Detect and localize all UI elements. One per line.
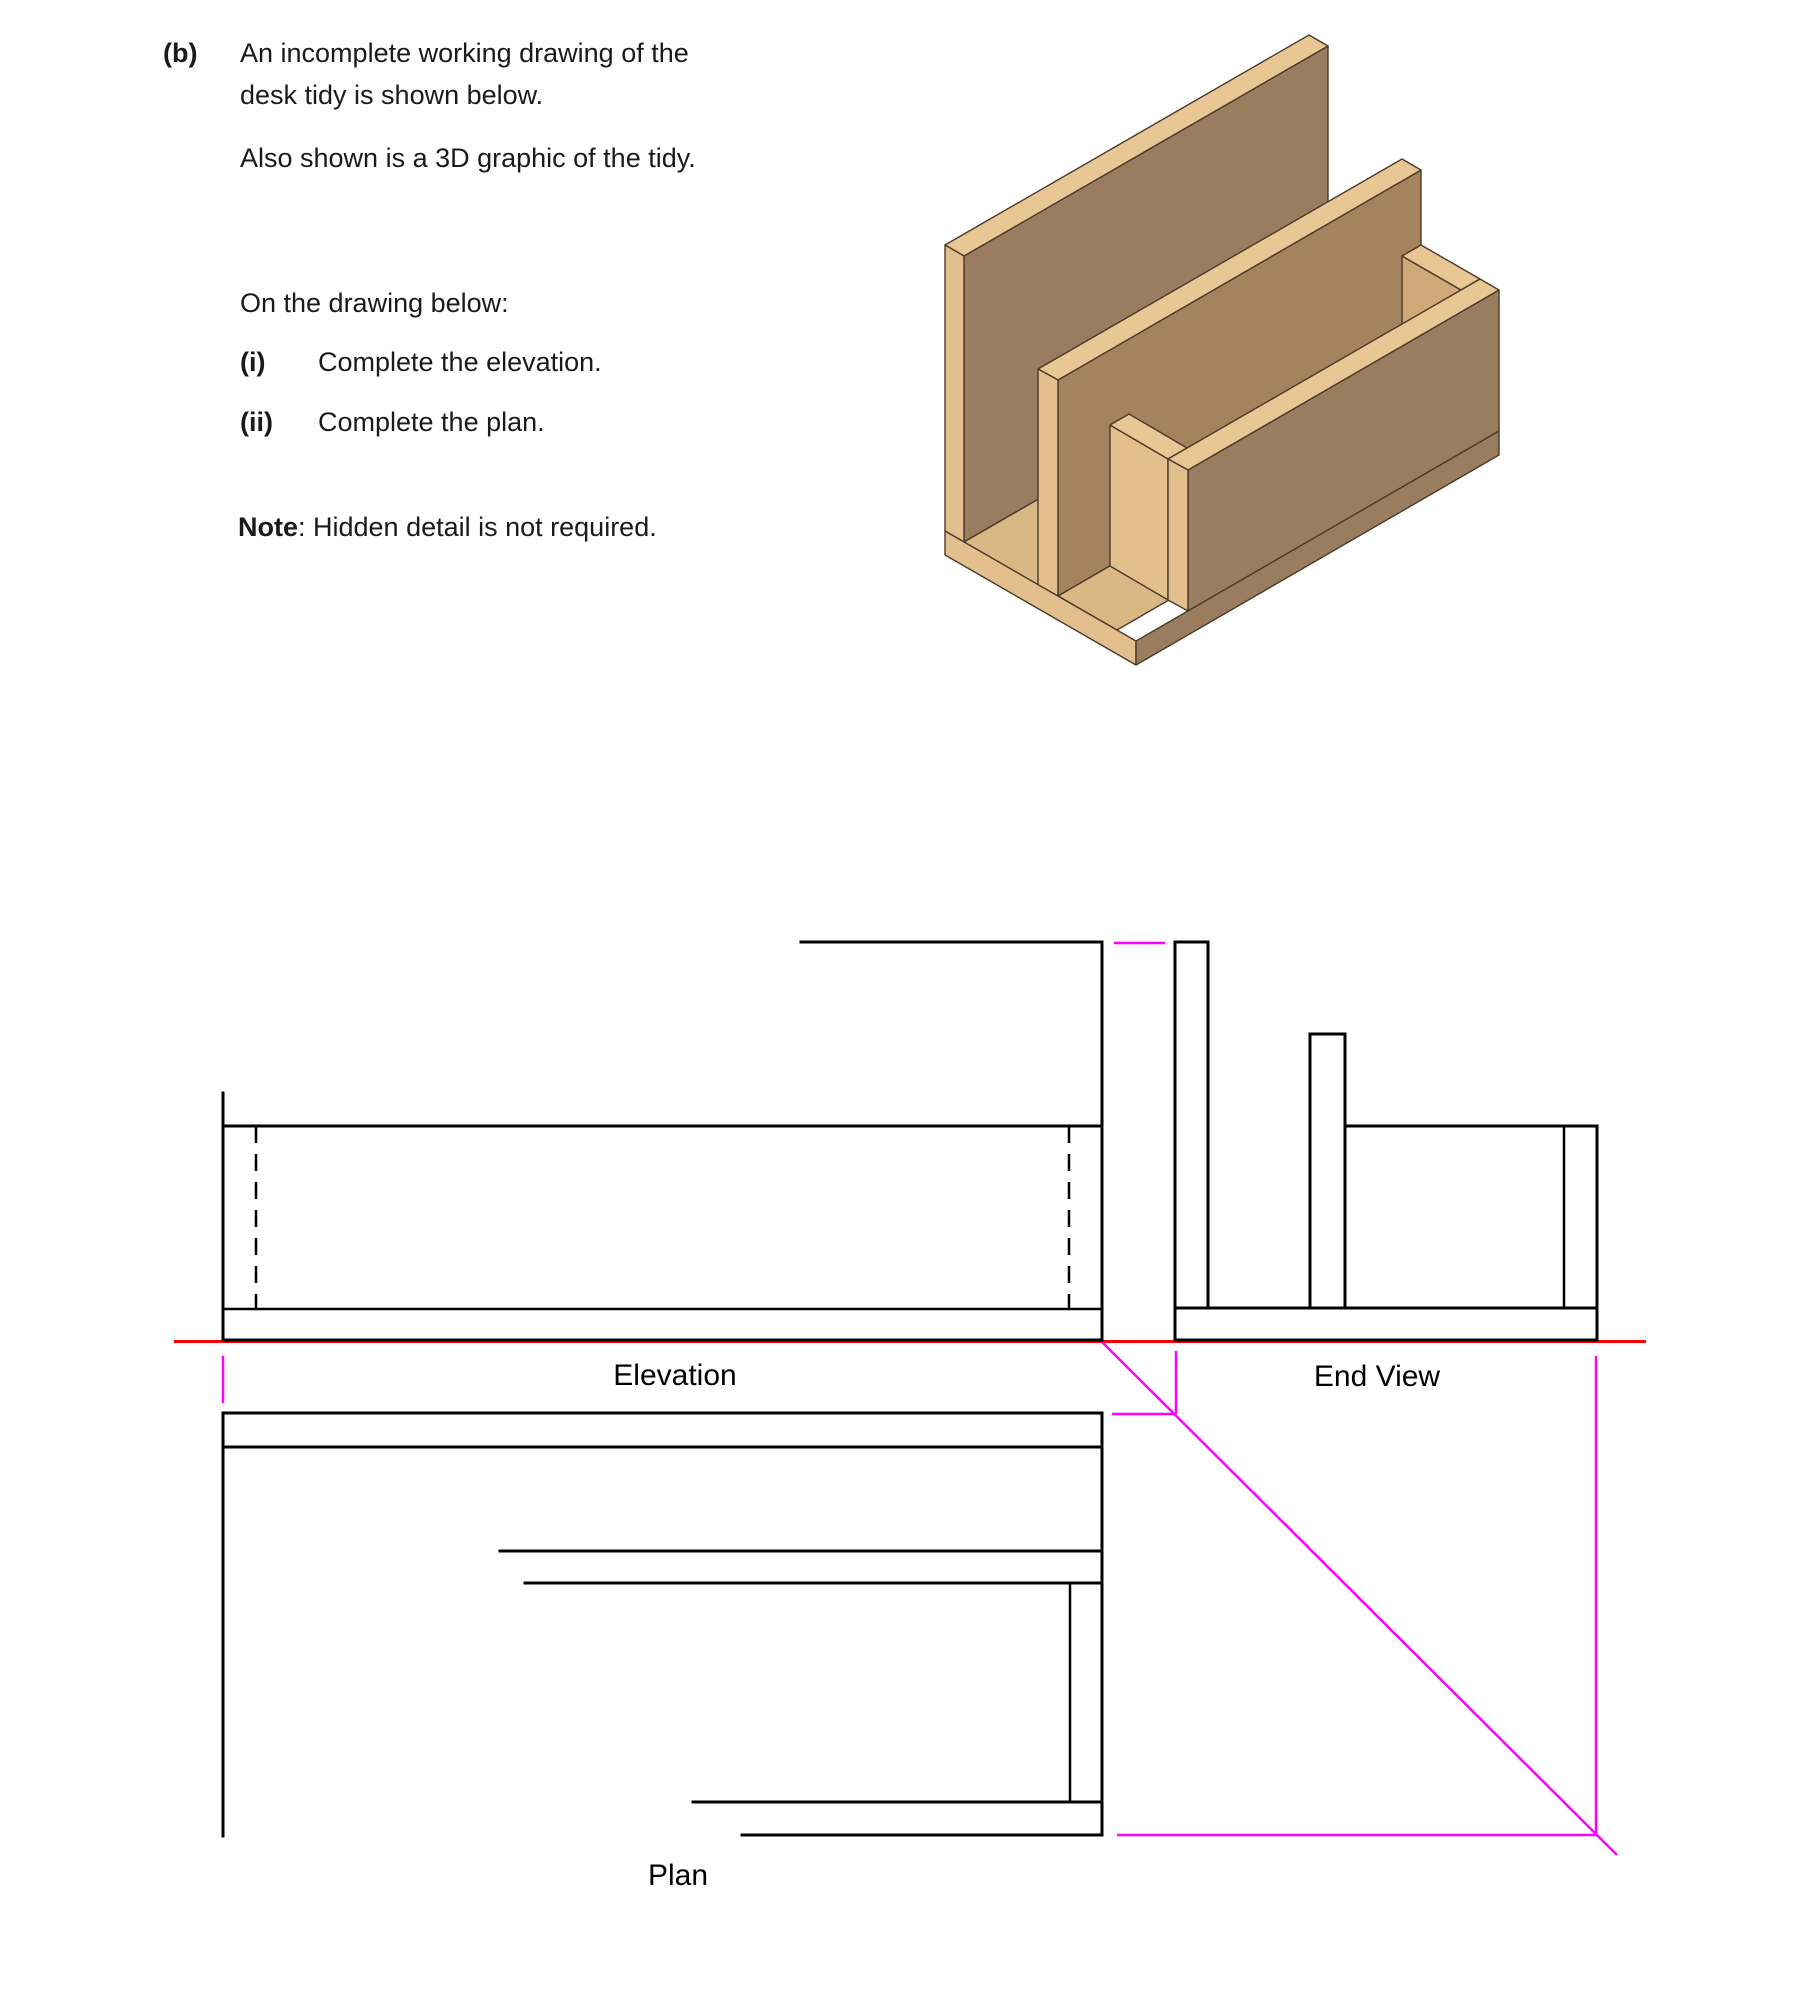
instruction-item-ii-label: (ii) [240, 407, 273, 437]
iso-base-face [1135, 430, 1500, 666]
plan-label: Plan [648, 1859, 708, 1892]
elevation-view [221, 940, 1104, 1342]
instruction-item-i-text: Complete the elevation. [318, 347, 602, 377]
instruction-intro: On the drawing below: [240, 288, 509, 318]
iso-front-panel-end-grain [1167, 458, 1189, 612]
elevation-label: Elevation [613, 1359, 736, 1392]
end-view-label: End View [1314, 1360, 1441, 1393]
question-line-2: desk tidy is shown below. [240, 80, 544, 110]
end-view [1173, 940, 1599, 1342]
note-line: Note: Hidden detail is not required. [238, 510, 657, 544]
instruction-item-i-label: (i) [240, 347, 266, 377]
projection-45-degree-line [1101, 1341, 1618, 1856]
plan-view [221, 1411, 1104, 1838]
question-part-label: (b) [163, 38, 198, 68]
note-text: : Hidden detail is not required. [298, 512, 657, 542]
question-line-3: Also shown is a 3D graphic of the tidy. [240, 143, 696, 173]
iso-back-panel-end-grain [944, 244, 965, 543]
instruction-item-ii-text: Complete the plan. [318, 407, 545, 437]
iso-divider-end-grain [1037, 368, 1059, 597]
projection-lines [221, 941, 1618, 1856]
desk-tidy-3d-graphic [944, 34, 1500, 666]
question-line-1: An incomplete working drawing of the [240, 38, 689, 68]
note-label: Note [238, 512, 298, 542]
